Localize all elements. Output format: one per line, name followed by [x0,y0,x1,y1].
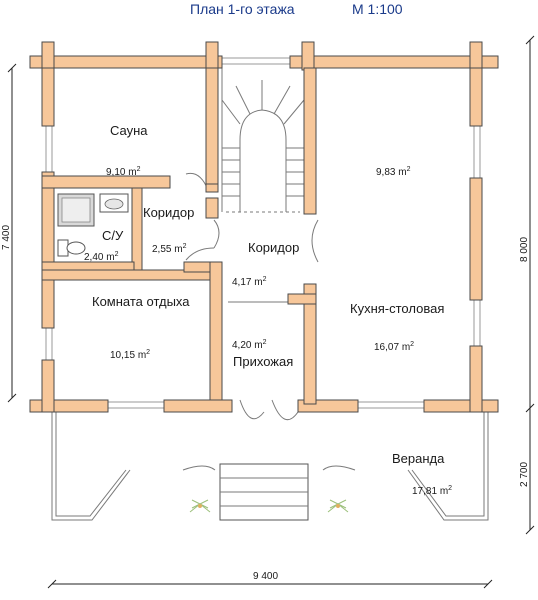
dimension-bottom-label: 9 400 [253,571,278,582]
room-sauna-name: Сауна [110,123,148,138]
room-hall-area: 4,20 m2 [232,339,267,351]
room-corridor-main-area: 4,17 m2 [232,276,267,288]
room-stair-area: 9,83 m2 [376,166,411,178]
dimension-veranda-label: 2 700 [519,462,530,487]
room-corridor-main-name: Коридор [248,240,299,255]
room-veranda-area: 17,81 m2 [412,485,452,497]
door-swings [108,172,319,421]
plan-scale: М 1:100 [352,1,403,17]
room-sauna-area: 9,10 m2 [106,166,141,178]
veranda-railing [51,412,489,521]
room-corridor-small-area: 2,55 m2 [152,243,187,255]
dimension-left: 7 400 [1,63,17,403]
bathroom-fixtures [57,193,129,257]
room-rest-area: 10,15 m2 [110,349,150,361]
room-bathroom-area: 2,40 m2 [84,251,119,263]
room-kitchen-name: Кухня-столовая [350,301,444,316]
dimension-left-label: 7 400 [1,225,12,250]
staircase [221,68,305,213]
dimension-veranda: 2 700 [519,408,535,535]
room-rest-name: Комната отдыха [92,294,190,309]
dimension-right: 8 000 [519,35,535,413]
room-hall-name: Прихожая [233,354,293,369]
dimension-right-label: 8 000 [519,237,530,262]
room-kitchen-area: 16,07 m2 [374,341,414,353]
dimension-bottom: 9 400 [47,571,493,589]
entrance-steps [219,463,309,521]
room-bathroom-name: С/У [102,228,124,243]
room-corridor-small-name: Коридор [143,205,194,220]
plant-right-icon [327,499,349,513]
plant-left-icon [189,499,211,513]
room-veranda-name: Веранда [392,451,445,466]
walls [29,41,499,413]
plan-title: План 1-го этажа [190,1,295,17]
